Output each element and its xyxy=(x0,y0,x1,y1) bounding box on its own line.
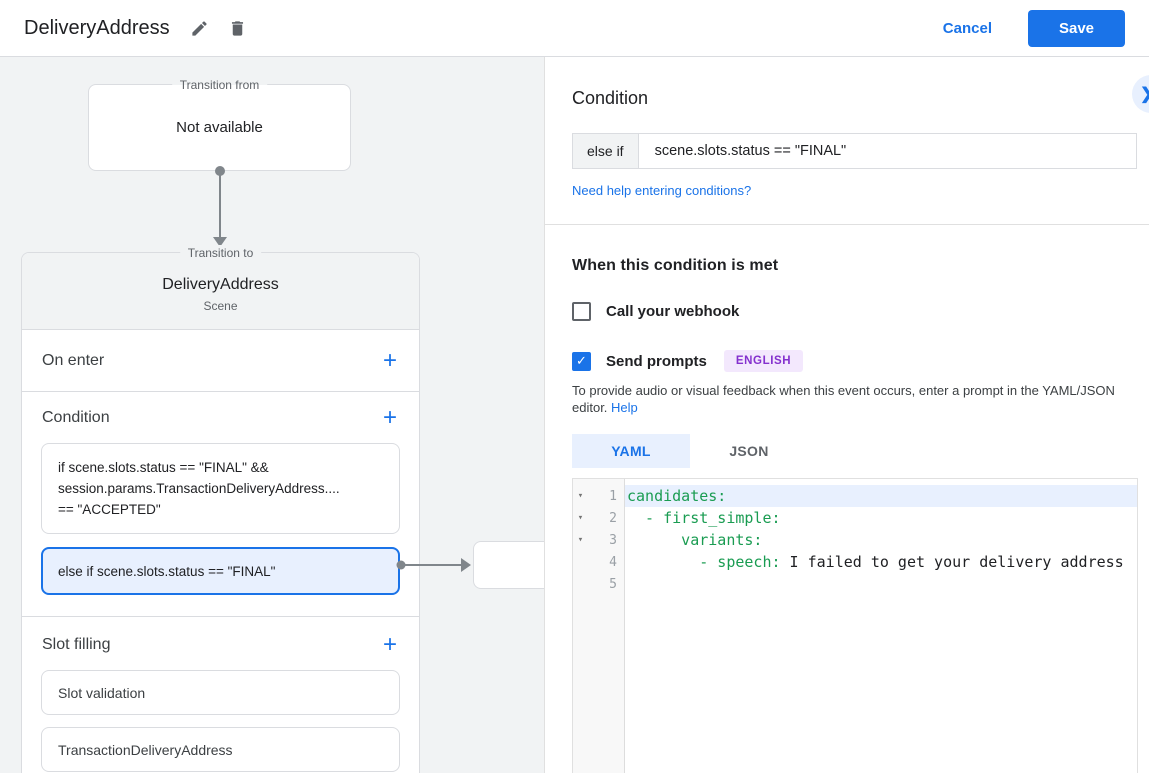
tab-json[interactable]: JSON xyxy=(729,443,769,459)
add-condition-button[interactable]: + xyxy=(382,403,397,431)
slot-item-label: TransactionDeliveryAddress xyxy=(58,741,233,758)
on-enter-section: On enter + xyxy=(22,330,419,392)
panel-heading: Condition xyxy=(572,88,649,108)
save-button[interactable]: Save xyxy=(1028,9,1125,47)
transition-from-box[interactable]: Transition from Not available xyxy=(88,77,351,171)
send-prompts-label: Send prompts xyxy=(606,352,707,370)
code-line-3: variants: xyxy=(625,529,1137,551)
call-webhook-label: Call your webhook xyxy=(606,303,740,320)
line-number: 4 xyxy=(609,554,617,570)
transition-to-legend: Transition to xyxy=(179,245,262,261)
transition-to-card: Transition to DeliveryAddress Scene On e… xyxy=(21,245,420,773)
prompt-helper-text: To provide audio or visual feedback when… xyxy=(572,382,1134,416)
condition-prefix: else if xyxy=(572,133,638,169)
yaml-value: I failed to get your delivery address xyxy=(780,553,1124,571)
chevron-right-icon: ❯ xyxy=(1140,84,1149,104)
transition-to-card-inner: DeliveryAddress Scene On enter + Conditi… xyxy=(22,253,419,773)
help-link[interactable]: Help xyxy=(611,400,638,415)
gutter-row: ▾ 3 xyxy=(573,529,624,551)
call-webhook-checkbox[interactable] xyxy=(572,302,591,321)
send-prompts-row: ✓ Send prompts ENGLISH xyxy=(572,350,1137,372)
when-condition-met-section: When this condition is met Call your web… xyxy=(545,225,1149,773)
line-number: 5 xyxy=(609,576,617,592)
yaml-key: candidates: xyxy=(627,487,727,505)
gutter-row: ▾ 2 xyxy=(573,507,624,529)
condition-box-2-text: else if scene.slots.status == "FINAL" xyxy=(58,563,276,579)
condition-section-header: Condition + xyxy=(22,392,419,443)
condition-label: Condition xyxy=(42,408,110,426)
editor-gutter: ▾ 1 ▾ 2 ▾ 3 4 xyxy=(573,479,625,773)
delete-scene-button[interactable] xyxy=(222,12,254,44)
line-number: 1 xyxy=(609,488,617,504)
condition-detail-panel: ❯ Condition else if Need help entering c… xyxy=(545,57,1149,773)
on-enter-label: On enter xyxy=(42,351,105,369)
edit-scene-button[interactable] xyxy=(184,12,216,44)
condition-box-2-selected[interactable]: else if scene.slots.status == "FINAL" xyxy=(41,547,400,595)
scene-type-label: Scene xyxy=(203,298,238,313)
add-on-enter-button[interactable]: + xyxy=(382,346,397,374)
yaml-key: - first_simple: xyxy=(627,509,781,527)
slot-filling-section: Slot filling + Slot validation Transacti… xyxy=(22,617,419,772)
tab-yaml[interactable]: YAML xyxy=(572,434,690,468)
transition-from-content: Not available xyxy=(176,119,263,136)
condition-input-row: else if xyxy=(572,133,1137,169)
add-slot-button[interactable]: + xyxy=(382,630,397,658)
condition-editor-section: Condition else if Need help entering con… xyxy=(545,57,1149,225)
when-condition-met-heading: When this condition is met xyxy=(572,257,779,274)
line-number: 2 xyxy=(609,510,617,526)
webhook-row: Call your webhook xyxy=(572,302,1137,321)
condition-help-link[interactable]: Need help entering conditions? xyxy=(572,183,752,198)
slot-item-label: Slot validation xyxy=(58,684,146,701)
slot-item-transaction-delivery-address[interactable]: TransactionDeliveryAddress xyxy=(41,727,400,772)
slot-item-validation[interactable]: Slot validation xyxy=(41,670,400,715)
page-title: DeliveryAddress xyxy=(24,16,170,39)
main-area: Transition from Not available Transition… xyxy=(0,57,1149,773)
condition-box-1-line-3: == "ACCEPTED" xyxy=(58,502,161,517)
scene-card-header: DeliveryAddress Scene xyxy=(22,253,419,330)
yaml-key: - speech: xyxy=(627,553,781,571)
helper-text: To provide audio or visual feedback when… xyxy=(572,383,1115,415)
condition-box-1-line-2: session.params.TransactionDeliveryAddres… xyxy=(58,481,340,496)
cancel-button[interactable]: Cancel xyxy=(933,12,1002,45)
trash-icon xyxy=(228,19,247,38)
code-line-5 xyxy=(625,573,1137,595)
fold-arrow-icon[interactable]: ▾ xyxy=(577,535,584,545)
gutter-row: ▾ 1 xyxy=(573,485,624,507)
gutter-row: 4 xyxy=(573,551,624,573)
slot-filling-header: Slot filling + xyxy=(22,619,419,670)
gutter-row: 5 xyxy=(573,573,624,595)
send-prompts-checkbox[interactable]: ✓ xyxy=(572,351,591,371)
fold-arrow-icon[interactable]: ▾ xyxy=(577,513,584,523)
code-line-2: - first_simple: xyxy=(625,507,1137,529)
yaml-code-editor[interactable]: ▾ 1 ▾ 2 ▾ 3 4 xyxy=(572,478,1138,773)
top-bar: DeliveryAddress Cancel Save xyxy=(0,0,1149,57)
code-line-4: - speech: I failed to get your delivery … xyxy=(625,551,1137,573)
condition-section: Condition + if scene.slots.status == "FI… xyxy=(22,392,419,617)
transition-from-legend: Transition from xyxy=(171,77,268,93)
scene-name: DeliveryAddress xyxy=(162,275,279,293)
fold-arrow-icon[interactable]: ▾ xyxy=(577,491,584,501)
editor-format-tabs: YAML JSON xyxy=(572,434,1137,468)
condition-box-1-line-1: if scene.slots.status == "FINAL" && xyxy=(58,460,269,475)
condition-expression-input[interactable] xyxy=(637,133,1137,169)
yaml-key: variants: xyxy=(627,531,763,549)
line-number: 3 xyxy=(609,532,617,548)
code-line-1: candidates: xyxy=(625,485,1137,507)
scene-diagram: Transition from Not available Transition… xyxy=(0,57,545,773)
condition-box-1[interactable]: if scene.slots.status == "FINAL" && sess… xyxy=(41,443,400,534)
language-badge: ENGLISH xyxy=(723,350,804,372)
collapse-panel-button[interactable]: ❯ xyxy=(1132,75,1149,113)
editor-code-area[interactable]: candidates: - first_simple: variants: - … xyxy=(625,479,1137,773)
slot-filling-label: Slot filling xyxy=(42,635,111,653)
check-icon: ✓ xyxy=(576,353,587,368)
pencil-icon xyxy=(190,19,209,38)
transition-target-box[interactable] xyxy=(473,541,544,589)
